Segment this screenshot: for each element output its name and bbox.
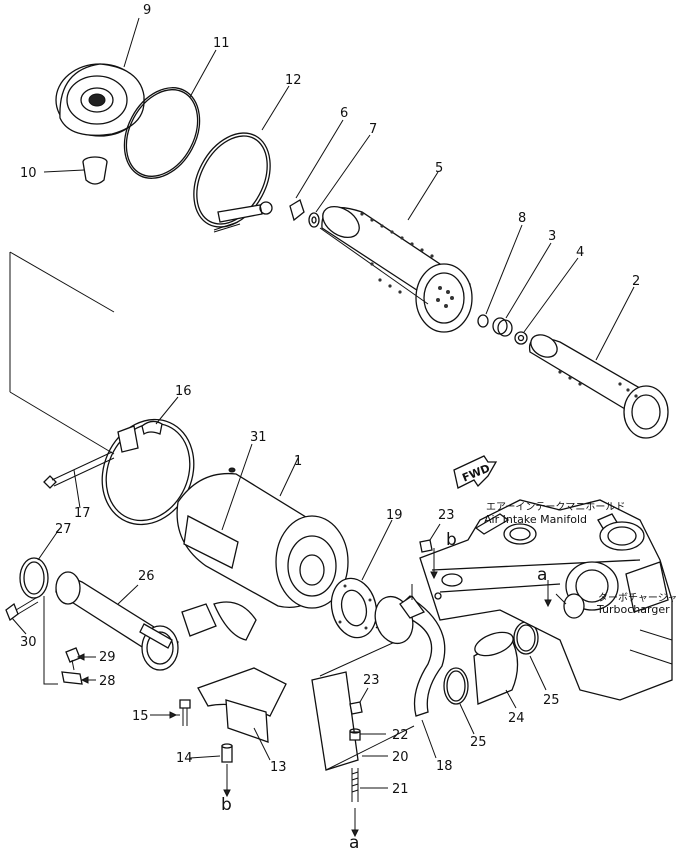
callout-19: 19 <box>386 508 403 523</box>
letter-a-engine: a <box>537 565 547 585</box>
engine-labels: エアーインテークマニホールド Air Intake Manifold ターボチャ… <box>484 501 677 616</box>
fwd-arrow-icon: FWD <box>453 455 498 489</box>
callout-23-lower: 23 <box>363 673 380 688</box>
callout-1: 1 <box>294 454 302 469</box>
letter-b-bottom: b <box>221 795 232 815</box>
callout-17: 17 <box>74 506 91 521</box>
callout-14: 14 <box>176 751 193 766</box>
spacer-14 <box>189 743 233 798</box>
callout-5: 5 <box>435 161 443 176</box>
intake-manifold-label-en: Air Intake Manifold <box>484 513 587 526</box>
engine-block <box>419 499 673 701</box>
clip-28 <box>43 596 96 685</box>
callout-16: 16 <box>175 384 192 399</box>
callout-6: 6 <box>340 106 348 121</box>
stud-21 <box>351 755 388 838</box>
connection-letters: b a b a <box>221 530 547 849</box>
callouts: 9 11 12 10 6 7 5 8 3 4 2 16 31 1 17 19 2… <box>20 3 640 797</box>
callout-11: 11 <box>213 36 230 51</box>
turbocharger-label-en: Turbocharger <box>596 603 670 616</box>
washer-7 <box>308 134 371 228</box>
callout-18: 18 <box>436 759 453 774</box>
wing-nut <box>289 119 344 222</box>
callout-20: 20 <box>392 750 409 765</box>
nut-22 <box>349 728 386 741</box>
intake-hose <box>55 571 179 671</box>
turbocharger-label-jp: ターボチャージャ <box>598 592 677 604</box>
callout-31: 31 <box>250 430 267 445</box>
inner-element <box>528 286 669 439</box>
bolt-17 <box>43 451 115 509</box>
callout-2: 2 <box>632 274 640 289</box>
outer-element <box>319 171 473 333</box>
callout-28: 28 <box>99 674 116 689</box>
callout-30: 30 <box>20 635 37 650</box>
callout-13: 13 <box>270 760 287 775</box>
callout-9: 9 <box>143 3 151 18</box>
bolt-29 <box>65 647 96 671</box>
cover-assembly <box>55 17 145 137</box>
hose-clamp-25-left <box>443 667 475 735</box>
callout-29: 29 <box>99 650 116 665</box>
callout-25-left: 25 <box>470 735 487 750</box>
screw-30 <box>5 597 39 635</box>
assembly-reference-lines <box>9 251 115 455</box>
seal-washer-8 <box>477 224 523 328</box>
callout-10: 10 <box>20 166 37 181</box>
callout-7: 7 <box>369 122 377 137</box>
gasket-19 <box>330 519 393 639</box>
callout-24: 24 <box>508 711 525 726</box>
letter-a-bottom: a <box>349 833 359 849</box>
nut-23-lower <box>349 687 369 715</box>
nut-3 <box>492 242 552 337</box>
bolt-15 <box>150 699 191 726</box>
hose-clamp-27 <box>19 527 61 599</box>
intake-manifold-label-jp: エアーインテークマニホールド <box>486 501 625 513</box>
callout-21: 21 <box>392 782 409 797</box>
hose-24 <box>473 631 519 709</box>
hose-clamp-25-right <box>513 621 547 691</box>
callout-23-upper: 23 <box>438 508 455 523</box>
callout-3: 3 <box>548 229 556 244</box>
callout-25-right: 25 <box>543 693 560 708</box>
callout-22: 22 <box>392 728 409 743</box>
seal-ring <box>123 49 217 179</box>
band-clamp-upper <box>193 85 290 233</box>
callout-15: 15 <box>132 709 149 724</box>
callout-4: 4 <box>576 245 584 260</box>
callout-26: 26 <box>138 569 155 584</box>
bracket-13 <box>197 667 287 761</box>
nut-23-upper <box>419 523 441 553</box>
elbow-pipe <box>374 584 446 759</box>
washer-4 <box>514 257 579 345</box>
callout-8: 8 <box>518 211 526 226</box>
callout-12: 12 <box>285 73 302 88</box>
vacuator-valve <box>43 156 108 185</box>
callout-27: 27 <box>55 522 72 537</box>
air-cleaner-body <box>176 443 349 641</box>
letter-b-engine: b <box>446 530 457 550</box>
